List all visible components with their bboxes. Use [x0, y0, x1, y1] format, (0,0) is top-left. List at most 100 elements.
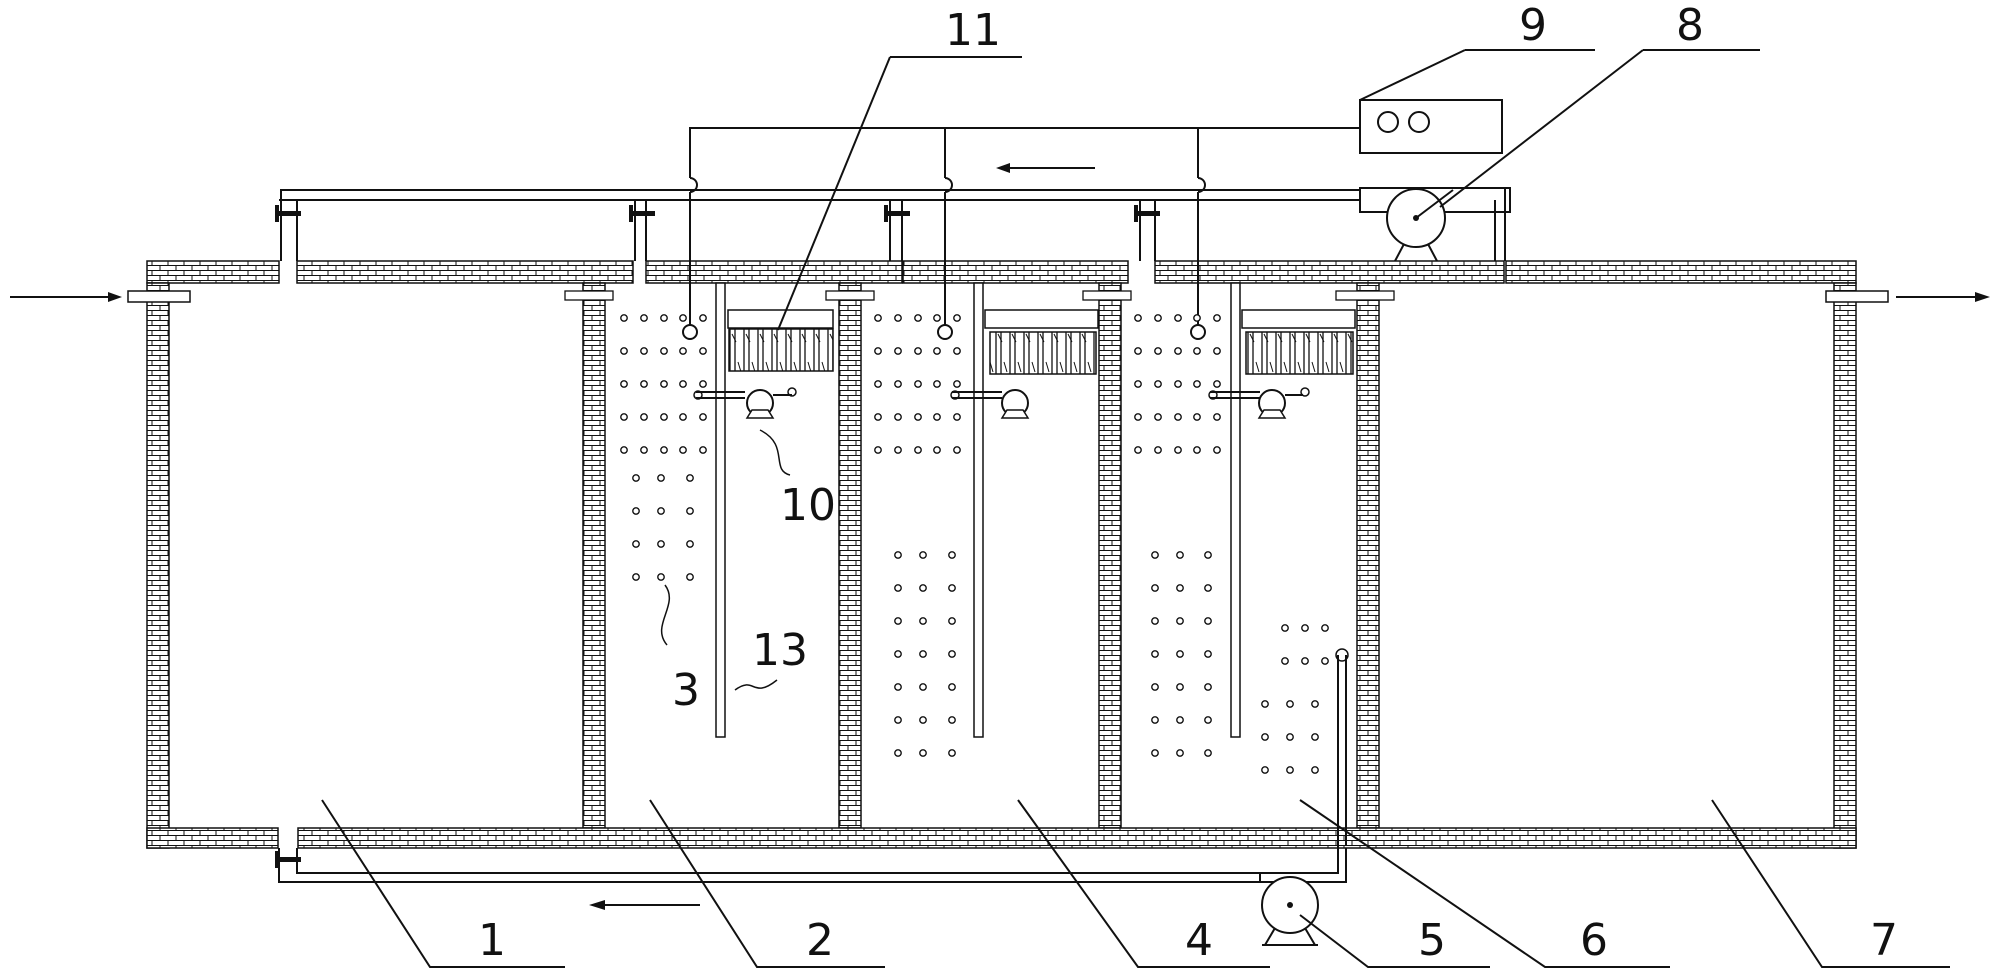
- bottom-return-pipes: [275, 848, 1347, 946]
- air-bubble: [1134, 446, 1142, 454]
- air-bubble: [1261, 700, 1269, 708]
- air-bubble: [919, 683, 927, 691]
- air-bubble: [1134, 380, 1142, 388]
- air-bubble: [679, 347, 687, 355]
- air-bubble: [1204, 584, 1212, 592]
- air-bubble: [894, 446, 902, 454]
- label-9: 9: [1519, 0, 1547, 51]
- valve: [631, 211, 655, 216]
- air-bubble: [953, 446, 961, 454]
- label-4: 4: [1185, 915, 1213, 966]
- air-bubble: [948, 749, 956, 757]
- air-bubble: [914, 314, 922, 322]
- air-diffuser: [682, 324, 698, 340]
- air-bubble: [919, 551, 927, 559]
- air-bubble: [948, 551, 956, 559]
- air-bubble: [1311, 700, 1319, 708]
- air-bubble: [953, 347, 961, 355]
- air-bubble: [1176, 650, 1184, 658]
- air-distribution: [682, 127, 1360, 340]
- air-bubble: [679, 446, 687, 454]
- air-bubble: [699, 347, 707, 355]
- air-bubble: [640, 314, 648, 322]
- valve: [1136, 211, 1160, 216]
- air-bubble: [1286, 733, 1294, 741]
- air-bubble: [919, 650, 927, 658]
- guide-tube: [715, 282, 726, 738]
- air-bubble: [660, 413, 668, 421]
- air-bubble: [1154, 314, 1162, 322]
- air-bubble: [686, 507, 694, 515]
- air-bubble: [657, 474, 665, 482]
- air-bubble: [894, 617, 902, 625]
- tank-internals: [693, 282, 1356, 853]
- air-bubble: [679, 380, 687, 388]
- air-bubble: [1213, 446, 1221, 454]
- valve: [277, 857, 301, 862]
- air-bubble: [1151, 584, 1159, 592]
- air-bubble: [1213, 347, 1221, 355]
- air-bubble: [914, 446, 922, 454]
- air-bubble: [894, 584, 902, 592]
- label-7: 7: [1870, 915, 1898, 966]
- air-bubble: [933, 314, 941, 322]
- label-10: 10: [780, 480, 836, 531]
- air-bubble: [1204, 551, 1212, 559]
- air-bubble: [1301, 657, 1309, 665]
- air-bubble: [894, 716, 902, 724]
- bottom-slab-segment: [297, 827, 1857, 849]
- air-bubble: [919, 749, 927, 757]
- air-bubble: [953, 380, 961, 388]
- air-bubble: [1261, 766, 1269, 774]
- partition-wall: [1098, 282, 1122, 829]
- air-bubble: [686, 540, 694, 548]
- air-bubble: [1213, 413, 1221, 421]
- air-bubble: [660, 380, 668, 388]
- weir-stub: [1335, 290, 1395, 301]
- air-bubble: [894, 551, 902, 559]
- air-bubble: [1151, 683, 1159, 691]
- weir-stub: [1082, 290, 1132, 301]
- label-13: 13: [752, 625, 808, 676]
- air-bubble: [1176, 716, 1184, 724]
- air-bubble: [660, 314, 668, 322]
- air-bubble: [874, 380, 882, 388]
- partition-wall: [838, 282, 862, 829]
- air-bubble: [874, 413, 882, 421]
- air-bubble: [1193, 347, 1201, 355]
- air-bubble: [1174, 446, 1182, 454]
- air-bubble: [657, 507, 665, 515]
- air-bubble: [953, 314, 961, 322]
- air-bubble: [953, 413, 961, 421]
- air-bubble: [874, 446, 882, 454]
- air-bubble: [1213, 380, 1221, 388]
- air-bubble: [1193, 413, 1201, 421]
- partition-wall: [582, 282, 606, 829]
- air-bubble: [948, 683, 956, 691]
- guide-tube: [973, 282, 984, 738]
- air-bubble: [1281, 624, 1289, 632]
- top-return-pipes: [275, 189, 1360, 261]
- air-bubble: [1176, 749, 1184, 757]
- air-bubble: [1204, 749, 1212, 757]
- air-bubble: [640, 446, 648, 454]
- air-bubble: [1151, 551, 1159, 559]
- top-slab-segment: [902, 260, 1129, 284]
- air-bubble: [933, 413, 941, 421]
- leader-lines: [321, 49, 1950, 968]
- bottom-slab-segment: [146, 827, 279, 849]
- air-bubble: [660, 446, 668, 454]
- labels: 11 9 8 10 3 13 1 2 4 5 6 7: [478, 0, 1898, 966]
- air-bubble: [874, 314, 882, 322]
- air-bubble: [620, 413, 628, 421]
- label-6: 6: [1580, 915, 1608, 966]
- air-bubble: [1204, 683, 1212, 691]
- label-11: 11: [945, 5, 1001, 56]
- air-bubble: [620, 380, 628, 388]
- air-bubble: [914, 347, 922, 355]
- air-bubble: [894, 683, 902, 691]
- air-bubble: [620, 314, 628, 322]
- filter-media: [728, 328, 834, 372]
- air-bubble: [657, 540, 665, 548]
- air-bubble: [1174, 380, 1182, 388]
